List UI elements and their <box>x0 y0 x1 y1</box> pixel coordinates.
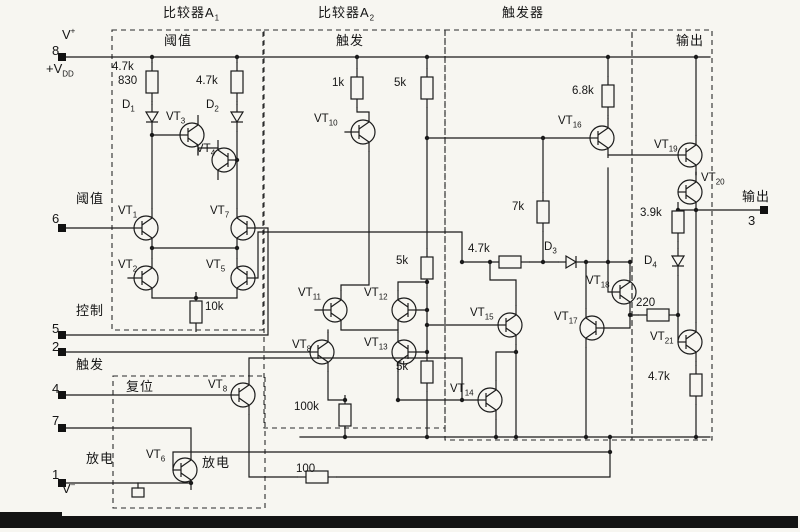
diode-d4-symbol <box>671 247 685 277</box>
wires-output <box>607 56 765 438</box>
transistor-vt2-symbol <box>133 257 159 299</box>
wires-comparator-a1 <box>127 56 463 299</box>
transistor-vt3-symbol <box>179 114 205 156</box>
transistor-vt12-symbol <box>391 289 417 331</box>
resistor-3k9-symbol <box>671 201 685 243</box>
transistor-vt21-symbol <box>677 321 703 363</box>
diode-d2-symbol <box>230 103 244 133</box>
resistor-100k-symbol <box>338 394 352 436</box>
ground-symbol <box>131 487 145 498</box>
pin-terminals <box>58 53 768 487</box>
resistor-5k-top-symbol <box>420 67 434 109</box>
pin-terminal-4 <box>58 391 66 399</box>
scan-artifact-band <box>0 516 798 528</box>
output-box <box>631 29 713 441</box>
transistor-vt14-symbol <box>477 379 503 421</box>
transistor-vt6-symbol <box>172 449 198 491</box>
reset-box <box>112 375 266 509</box>
resistor-220-symbol <box>637 308 679 322</box>
transistor-vt11-symbol <box>322 289 348 331</box>
resistor-4k7-b-symbol <box>230 61 244 103</box>
resistor-1k-symbol <box>350 67 364 109</box>
transistor-vt10-symbol <box>350 111 376 153</box>
transistor-vt7-symbol <box>230 207 256 249</box>
diode-d3-symbol <box>557 255 587 269</box>
wires-flipflop <box>426 56 631 438</box>
diode-d1-symbol <box>145 103 159 133</box>
pin-terminal-3 <box>760 206 768 214</box>
transistor-vt5-symbol <box>230 257 256 299</box>
component-symbols <box>131 61 703 498</box>
resistor-100-symbol <box>296 470 338 484</box>
transistor-vt8-reset-symbol <box>230 374 256 416</box>
transistor-vt16-symbol <box>589 117 615 159</box>
transistor-vt8-a2-symbol <box>309 331 335 373</box>
transistor-vt1-symbol <box>133 207 159 249</box>
resistor-4k7-out-symbol <box>689 364 703 406</box>
transistor-vt13-symbol <box>391 331 417 373</box>
resistor-6k8-symbol <box>601 75 615 117</box>
junction-dots <box>149 54 699 486</box>
pin-terminal-7 <box>58 424 66 432</box>
pin-terminal-8 <box>58 53 66 61</box>
wires-pin-leads <box>65 227 311 484</box>
transistor-vt20-symbol <box>677 171 703 213</box>
circuit-wires <box>65 56 765 489</box>
pin-terminal-6 <box>58 224 66 232</box>
transistor-vt19-symbol <box>677 134 703 176</box>
resistor-7k-symbol <box>536 191 550 233</box>
pin-terminal-2 <box>58 348 66 356</box>
resistor-4k7-ff-symbol <box>489 255 531 269</box>
block-boundaries <box>111 29 713 509</box>
wires-rails <box>65 56 711 438</box>
transistor-vt17-symbol <box>579 307 605 349</box>
wires-comparator-a2 <box>314 56 591 438</box>
transistor-vt4-symbol <box>211 139 237 181</box>
transistor-vt15-symbol <box>497 304 523 346</box>
wires-reset-discharge <box>137 357 611 489</box>
comparator-a1-box <box>111 29 264 331</box>
resistor-4k7-a-symbol <box>145 61 159 103</box>
pin-terminal-5 <box>58 331 66 339</box>
pin-terminal-1 <box>58 479 66 487</box>
scan-artifact-blob <box>0 512 62 528</box>
